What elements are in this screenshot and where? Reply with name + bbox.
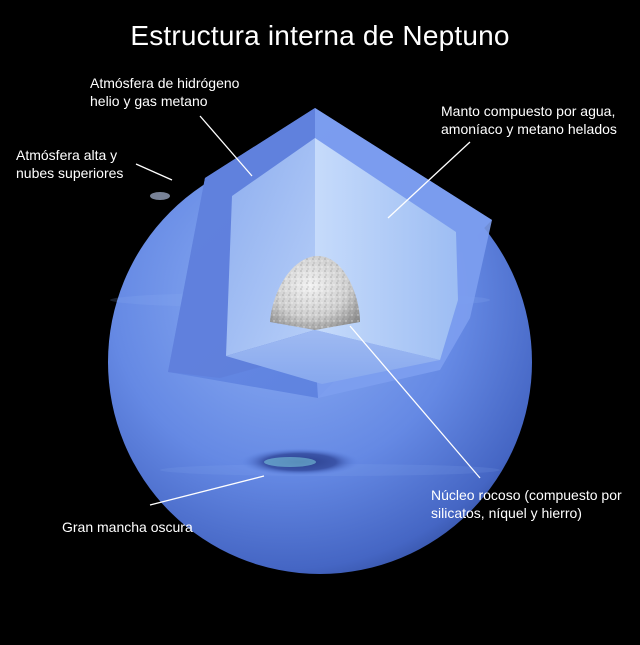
label-hydrogen-atmosphere: Atmósfera de hidrógeno helio y gas metan… [90,74,239,110]
label-dark-spot: Gran mancha oscura [62,518,193,536]
leader-hydrogen-atmosphere [199,115,253,177]
leader-dark-spot [149,475,265,506]
label-line: Gran mancha oscura [62,519,193,535]
label-line: silicatos, níquel y hierro) [431,505,582,521]
dark-spot-highlight [264,457,316,467]
label-core: Núcleo rocoso (compuesto por silicatos, … [431,486,622,522]
label-upper-atmosphere: Atmósfera alta y nubes superiores [16,146,123,182]
label-line: nubes superiores [16,165,124,181]
label-line: amoníaco y metano helados [441,121,617,137]
label-line: Atmósfera alta y [16,147,118,163]
rocky-core-texture [270,256,360,330]
leader-lines [135,115,481,506]
upper-cloud [150,192,170,200]
diagram-title: Estructura interna de Neptuno [130,20,510,51]
label-line: helio y gas metano [90,93,208,109]
leader-core [349,325,481,479]
label-mantle: Manto compuesto por agua, amoníaco y met… [441,102,617,138]
label-line: Manto compuesto por agua, [441,103,616,119]
leader-upper-atmosphere [135,163,173,181]
leader-mantle [387,141,471,219]
mantle-bottom-face [226,330,440,384]
label-line: Núcleo rocoso (compuesto por [431,487,622,503]
label-line: Atmósfera de hidrógeno [90,75,240,91]
